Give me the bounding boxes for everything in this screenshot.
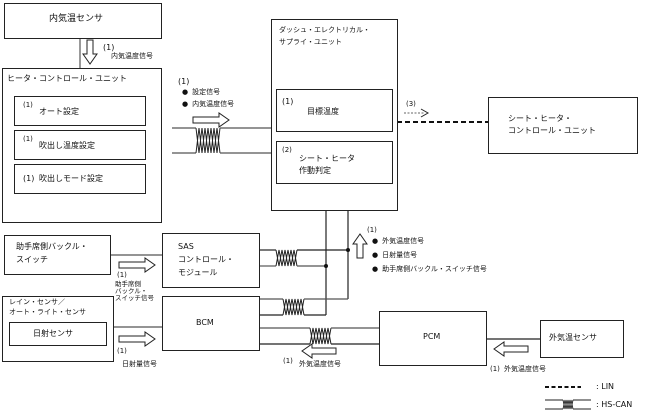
- dsu-item-seat-heater-judgement: (2) シート・ヒータ 作動判定: [276, 141, 393, 184]
- block-label-line1: 助手席側バックル・: [16, 242, 88, 251]
- cabin-temp-sensor-block: 内気温センサ: [4, 3, 162, 39]
- hs-can-bcm-bus: [260, 298, 348, 316]
- signal-label: 外気温度信号: [299, 360, 341, 368]
- block-label-line1: SAS: [178, 242, 194, 251]
- ambient-temp-sensor-block: 外気温センサ: [540, 320, 624, 358]
- hs-can-hcu-dsu: [172, 127, 272, 154]
- hs-can-sas: [260, 248, 350, 268]
- item-label-line1: シート・ヒータ: [299, 154, 355, 163]
- right-arrow-icon: [118, 331, 156, 347]
- item-num: (1): [23, 101, 33, 109]
- right-arrow-icon: [192, 112, 230, 128]
- legend-lin-label: : LIN: [596, 382, 615, 391]
- hs-can-bcm-pcm: [260, 327, 379, 345]
- block-label-line1: レイン・センサ／: [9, 298, 65, 306]
- left-arrow-icon: [301, 343, 337, 359]
- block-label-line1: シート・ヒータ・: [508, 114, 572, 123]
- signal-num: (1): [103, 43, 115, 52]
- solar-sensor-block: 日射センサ: [9, 322, 107, 346]
- item-label: 吹出しモード設定: [39, 174, 103, 183]
- signal-num: (1): [283, 357, 293, 365]
- signal-item: 日射量信号: [372, 251, 417, 260]
- passenger-buckle-switch-block: 助手席側バックル・ スイッチ: [4, 235, 111, 275]
- block-title-line2: サプライ・ユニット: [279, 38, 342, 46]
- hcu-item-auto: (1) オート設定: [14, 96, 146, 126]
- signal-item: 外気温度信号: [372, 237, 424, 246]
- signal-num: (1): [367, 226, 377, 234]
- pcm-block: PCM: [379, 311, 487, 366]
- signal-label: 日射量信号: [122, 360, 157, 368]
- block-label: 日射センサ: [33, 329, 73, 338]
- item-num: (2): [282, 146, 292, 154]
- signal-item: 内気温度信号: [182, 100, 234, 109]
- block-label-line2: スイッチ: [16, 255, 48, 264]
- signal-num: (1): [490, 365, 500, 373]
- signal-label-line3: スイッチ信号: [115, 294, 154, 302]
- item-num: (1): [23, 135, 33, 143]
- block-label: 内気温センサ: [49, 14, 104, 24]
- signal-num: (1): [117, 347, 127, 355]
- sas-control-module-block: SAS コントロール・ モジュール: [162, 233, 260, 288]
- down-arrow-icon: [82, 39, 98, 65]
- block-title: ヒータ・コントロール・ユニット: [7, 74, 127, 83]
- signal-num: (1): [117, 271, 127, 279]
- up-arrow-icon: [352, 233, 368, 259]
- item-label-line2: 作動判定: [299, 166, 331, 175]
- signal-label-line2: バックル・: [115, 287, 148, 295]
- signal-label-line1: 助手席側: [115, 280, 141, 288]
- legend-hscan-sample: [545, 399, 591, 410]
- seat-heater-control-unit-block: シート・ヒータ・ コントロール・ユニット: [488, 97, 638, 154]
- block-label-line2: オート・ライト・センサ: [9, 308, 86, 316]
- signal-label: 外気温度信号: [504, 365, 546, 373]
- block-label: 外気温センサ: [549, 333, 597, 342]
- item-num: (1): [23, 174, 35, 183]
- item-num: (1): [282, 97, 294, 106]
- dsu-item-target-temp: (1) 目標温度: [276, 89, 393, 132]
- item-label: 吹出し温度設定: [39, 141, 95, 150]
- block-label-line2: コントロール・ユニット: [508, 126, 596, 135]
- signal-num: (1): [178, 77, 190, 86]
- right-arrow-icon: [118, 257, 156, 273]
- bcm-block: BCM: [162, 296, 260, 351]
- block-label-line3: モジュール: [178, 268, 218, 277]
- block-label: BCM: [196, 318, 214, 327]
- block-title-line1: ダッシュ・エレクトリカル・: [279, 26, 370, 34]
- block-label-line2: コントロール・: [178, 255, 234, 264]
- left-arrow-icon: [493, 341, 529, 357]
- legend-hscan-label: : HS-CAN: [596, 400, 633, 409]
- item-label: オート設定: [39, 107, 79, 116]
- hcu-item-outlet-temp: (1) 吹出し温度設定: [14, 130, 146, 160]
- signal-num: (3): [406, 100, 416, 108]
- item-label: 目標温度: [307, 107, 339, 116]
- signal-label: 内気温度信号: [111, 52, 153, 60]
- signal-item: 設定信号: [182, 88, 220, 97]
- signal-item: 助手席側バックル・スイッチ信号: [372, 265, 487, 274]
- hcu-item-outlet-mode: (1) 吹出しモード設定: [14, 164, 146, 194]
- block-label: PCM: [423, 332, 441, 341]
